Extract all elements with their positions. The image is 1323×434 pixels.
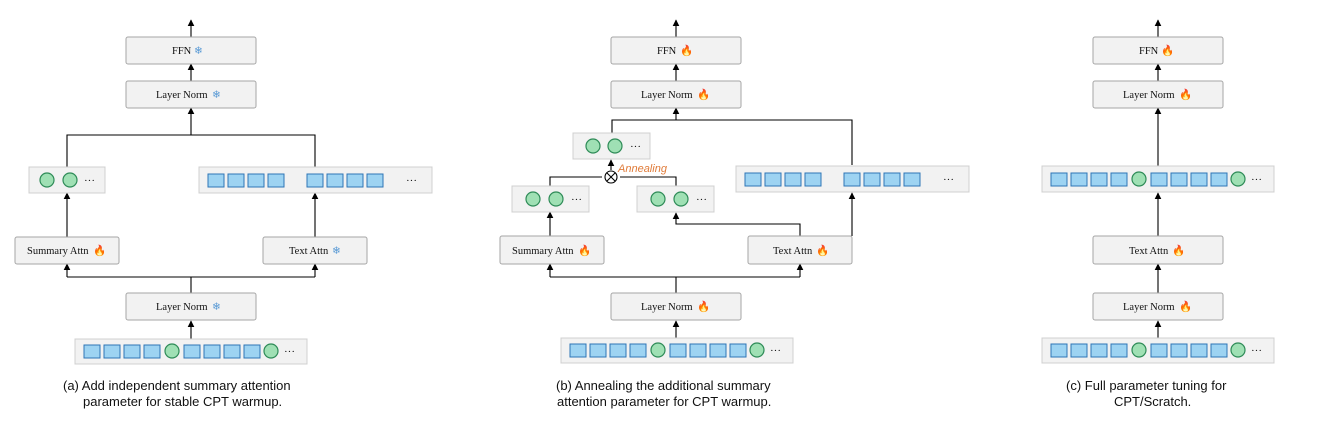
- ellipsis: ···: [84, 175, 95, 187]
- text-attn-label: Text Attn: [289, 246, 329, 257]
- fire-icon: 🔥: [697, 300, 710, 313]
- ellipsis: ···: [630, 141, 641, 153]
- ellipsis: ···: [1251, 345, 1262, 357]
- fire-icon: 🔥: [1179, 88, 1192, 101]
- panel-a: FFN ❄ Layer Norm ❄ ··· ··· Summary Attn …: [14, 19, 433, 409]
- ellipsis: ···: [943, 174, 954, 186]
- caption-c-line2: CPT/Scratch.: [1114, 394, 1191, 409]
- caption-a-line2: parameter for stable CPT warmup.: [83, 394, 282, 409]
- fire-icon: 🔥: [1179, 300, 1192, 313]
- fire-icon: 🔥: [680, 44, 693, 57]
- layer-norm-label: Layer Norm: [156, 90, 208, 101]
- caption-b-line2: attention parameter for CPT warmup.: [557, 394, 771, 409]
- layer-norm-label: Layer Norm: [1123, 90, 1175, 101]
- layer-norm-label: Layer Norm: [641, 302, 693, 313]
- fire-icon: 🔥: [697, 88, 710, 101]
- ellipsis: ···: [696, 194, 707, 206]
- text-attn-label: Text Attn: [1129, 246, 1169, 257]
- panel-b: Annealing FFN 🔥 Layer Norm 🔥 ··· ··· ···: [499, 19, 970, 409]
- ellipsis: ···: [1251, 174, 1262, 186]
- annealing-label: Annealing: [617, 163, 668, 175]
- layer-norm-label: Layer Norm: [1123, 302, 1175, 313]
- caption-c-line1: (c) Full parameter tuning for: [1066, 378, 1227, 393]
- summary-attn-label: Summary Attn: [512, 246, 574, 257]
- ffn-label: FFN: [1139, 46, 1159, 57]
- ellipsis: ···: [770, 345, 781, 357]
- panel-c: FFN 🔥 Layer Norm 🔥 ··· Text Attn 🔥 Layer…: [1041, 19, 1275, 409]
- ellipsis: ···: [571, 194, 582, 206]
- text-attn-label: Text Attn: [773, 246, 813, 257]
- snowflake-icon: ❄: [332, 245, 341, 257]
- ellipsis: ···: [284, 346, 295, 358]
- ffn-label: FFN: [172, 46, 192, 57]
- layer-norm-label: Layer Norm: [156, 302, 208, 313]
- ffn-label: FFN: [657, 46, 677, 57]
- layer-norm-label: Layer Norm: [641, 90, 693, 101]
- fire-icon: 🔥: [1161, 44, 1174, 57]
- fire-icon: 🔥: [578, 244, 591, 257]
- summary-attn-label: Summary Attn: [27, 246, 89, 257]
- snowflake-icon: ❄: [194, 45, 203, 57]
- snowflake-icon: ❄: [212, 89, 221, 101]
- caption-a-line1: (a) Add independent summary attention: [63, 378, 291, 393]
- fire-icon: 🔥: [816, 244, 829, 257]
- fire-icon: 🔥: [93, 244, 106, 257]
- fire-icon: 🔥: [1172, 244, 1185, 257]
- snowflake-icon: ❄: [212, 301, 221, 313]
- caption-b-line1: (b) Annealing the additional summary: [556, 378, 771, 393]
- ellipsis: ···: [406, 175, 417, 187]
